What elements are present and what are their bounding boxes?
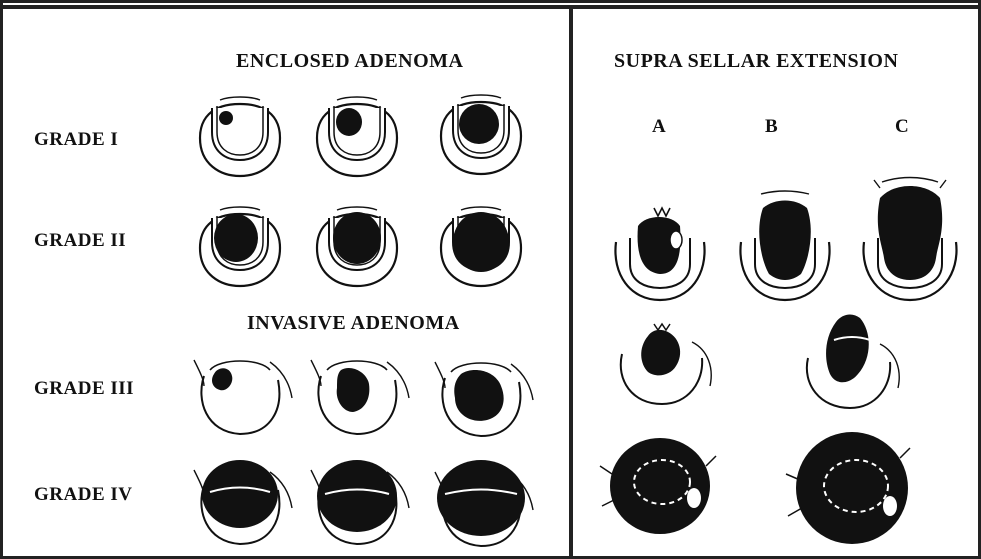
suprasellar-row-1 (615, 178, 956, 301)
grade-1-label: GRADE I (34, 129, 118, 151)
suprasellar-row-2 (621, 315, 899, 408)
column-a-label: A (652, 116, 666, 138)
column-c-label: C (895, 116, 909, 138)
grade-1-diagrams (200, 95, 521, 176)
grade-4-label: GRADE IV (34, 484, 132, 506)
grade-3-label: GRADE III (34, 378, 134, 400)
enclosed-adenoma-heading: ENCLOSED ADENOMA (236, 50, 463, 73)
grade-4-diagrams (194, 460, 533, 546)
grade-2-diagrams (200, 207, 521, 286)
invasive-adenoma-heading: INVASIVE ADENOMA (247, 312, 460, 335)
supra-sellar-extension-heading: SUPRA SELLAR EXTENSION (614, 50, 898, 73)
suprasellar-row-3 (600, 432, 910, 544)
grade-2-label: GRADE II (34, 230, 126, 252)
column-b-label: B (765, 116, 778, 138)
grade-3-diagrams (194, 360, 533, 436)
